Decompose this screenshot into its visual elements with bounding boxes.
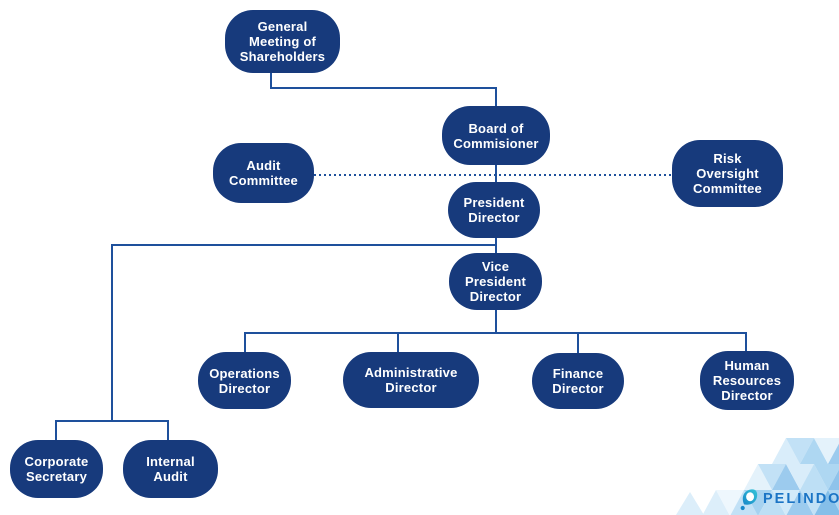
triangle-mosaic-pattern — [676, 438, 839, 515]
connector-line — [111, 244, 497, 246]
org-node-president-director: President Director — [448, 182, 540, 238]
org-node-general-meeting-of-shareholders: General Meeting of Shareholders — [225, 10, 340, 73]
connector-line — [495, 164, 497, 183]
connector-line — [577, 332, 579, 353]
org-node-label: Finance Director — [552, 366, 604, 396]
org-node-vice-president-director: Vice President Director — [449, 253, 542, 310]
org-node-internal-audit: Internal Audit — [123, 440, 218, 498]
connector-line — [495, 87, 497, 107]
pelindo-logo-text: PELINDO — [763, 491, 839, 507]
org-node-label: Audit Committee — [229, 158, 298, 188]
pelindo-leaf-icon — [740, 489, 758, 511]
org-node-label: Corporate Secretary — [24, 454, 89, 484]
connector-line — [270, 72, 272, 88]
org-node-risk-oversight-committee: Risk Oversight Committee — [672, 140, 783, 207]
org-node-label: Operations Director — [209, 365, 280, 396]
connector-line — [397, 332, 399, 353]
connector-line — [55, 420, 57, 440]
org-node-human-resources-director: Human Resources Director — [700, 351, 794, 410]
pelindo-logo: PELINDO — [740, 487, 839, 511]
org-node-label: Administrative Director — [364, 365, 458, 395]
org-node-audit-committee: Audit Committee — [213, 143, 314, 203]
org-node-corporate-secretary: Corporate Secretary — [10, 440, 103, 498]
connector-line-dotted — [314, 174, 672, 176]
org-node-label: Internal Audit — [146, 454, 195, 484]
org-node-label: President Director — [463, 195, 525, 225]
org-node-label: General Meeting of Shareholders — [239, 19, 326, 64]
connector-line — [167, 420, 169, 440]
org-node-finance-director: Finance Director — [532, 353, 624, 409]
org-node-label: Human Resources Director — [712, 358, 782, 403]
org-node-label: Vice President Director — [464, 259, 527, 304]
connector-line — [495, 309, 497, 334]
org-node-label: Board of Commisioner — [453, 120, 539, 151]
connector-line — [270, 87, 497, 89]
connector-line — [244, 332, 747, 334]
org-node-administrative-director: Administrative Director — [343, 352, 479, 408]
connector-line — [55, 420, 169, 422]
connector-line — [244, 332, 246, 352]
connector-line — [745, 332, 747, 351]
org-node-operations-director: Operations Director — [198, 352, 291, 409]
org-node-label: Risk Oversight Committee — [693, 151, 762, 196]
connector-line — [111, 244, 113, 422]
org-node-board-of-commisioner: Board of Commisioner — [442, 106, 550, 165]
